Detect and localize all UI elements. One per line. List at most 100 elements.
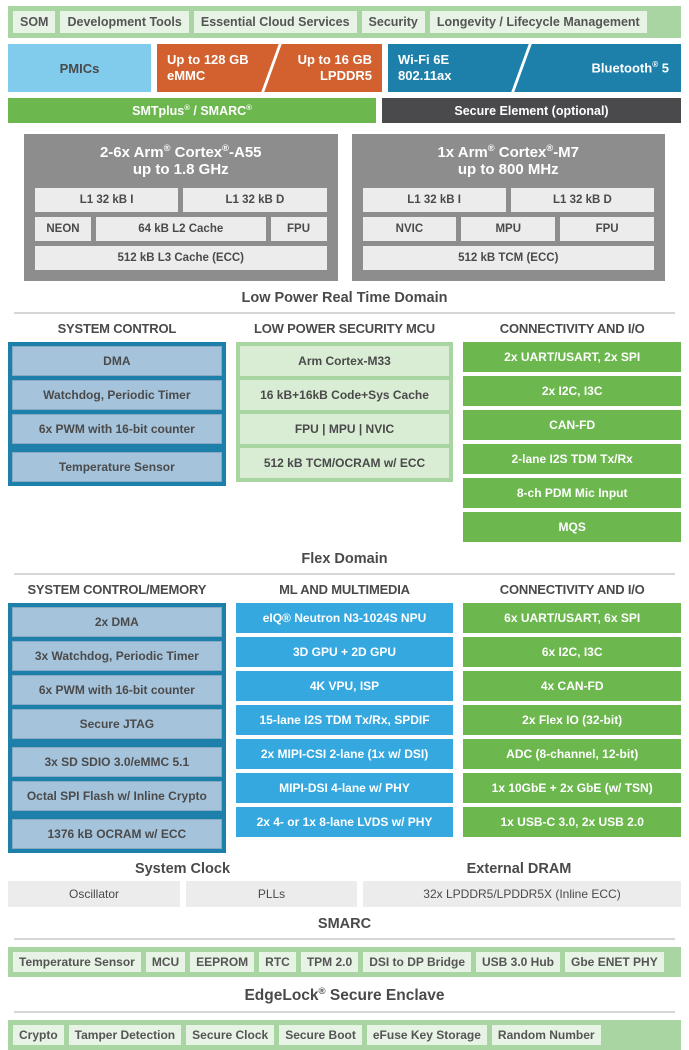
divider-low-power	[14, 311, 675, 314]
lp-mcu-fpu-mpu-nvic: FPU | MPU | NVIC	[239, 413, 450, 444]
m7-nvic: NVIC	[362, 216, 457, 241]
smarc-chip-enet-phy: Gbe ENET PHY	[565, 951, 664, 972]
lp-sc-temp-sensor: Temperature Sensor	[12, 451, 222, 482]
smarc-banner: SMARC	[317, 915, 372, 932]
flex-ml-i2s-spdif: 15-lane I2S TDM Tx/Rx, SPDIF	[235, 704, 454, 735]
plls-cell: PLLs	[186, 880, 357, 907]
a55-neon: NEON	[35, 216, 91, 241]
flex-io-uart-spi: 6x UART/USART, 6x SPI	[463, 602, 682, 633]
flex-ml-mipi-dsi: MIPI-DSI 4-lane w/ PHY	[235, 772, 454, 803]
lp-connectivity-heading: CONNECTIVITY AND I/O	[499, 320, 645, 336]
cpu-cores-row: 2-6x Arm® Cortex®-A55 up to 1.8 GHz L1 3…	[8, 134, 681, 281]
flex-ml-group: eIQ® Neutron N3-1024S NPU 3D GPU + 2D GP…	[235, 602, 454, 837]
cortex-m7-title: 1x Arm® Cortex®-M7 up to 800 MHz	[437, 143, 580, 179]
a55-l1d: L1 32 kB D	[183, 187, 327, 212]
m7-unit-row: NVIC MPU FPU	[362, 216, 655, 241]
bluetooth-label: Bluetooth® 5	[591, 60, 669, 76]
flex-sc-pwm: 6x PWM with 16-bit counter	[12, 674, 222, 705]
flex-io-i2c-i3c: 6x I2C, I3C	[463, 636, 682, 667]
som-cell-longevity: Longevity / Lifecycle Management	[429, 11, 647, 33]
lp-mcu-tcm-ocram: 512 kB TCM/OCRAM w/ ECC	[239, 447, 450, 478]
lp-io-mqs: MQS	[463, 511, 682, 542]
lp-io-uart-spi: 2x UART/USART, 2x SPI	[463, 341, 682, 372]
flex-connectivity-column: CONNECTIVITY AND I/O 6x UART/USART, 6x S…	[463, 581, 682, 853]
lp-mcu-cache: 16 kB+16kB Code+Sys Cache	[239, 379, 450, 410]
lp-io-i2c-i3c: 2x I2C, I3C	[463, 375, 682, 406]
pmics-block: PMICs	[8, 44, 151, 92]
low-power-columns: SYSTEM CONTROL DMA Watchdog, Periodic Ti…	[8, 320, 682, 542]
flex-connectivity-group: 6x UART/USART, 6x SPI 6x I2C, I3C 4x CAN…	[463, 602, 682, 837]
lp-io-i2s-tdm: 2-lane I2S TDM Tx/Rx	[463, 443, 682, 474]
som-strip: SOM Development Tools Essential Cloud Se…	[8, 6, 681, 38]
m7-tcm: 512 kB TCM (ECC)	[362, 245, 654, 270]
lp-connectivity-column: CONNECTIVITY AND I/O 2x UART/USART, 2x S…	[463, 320, 682, 542]
flex-system-control-group: 2x DMA 3x Watchdog, Periodic Timer 6x PW…	[8, 602, 226, 853]
som-cell-som: SOM	[13, 11, 56, 33]
edgelock-chip-strip: Crypto Tamper Detection Secure Clock Sec…	[8, 1019, 681, 1050]
a55-fpu: FPU	[270, 216, 327, 241]
lp-mcu-cortex-m33: Arm Cortex-M33	[239, 345, 450, 376]
flex-io-canfd: 4x CAN-FD	[463, 670, 682, 701]
edgelock-chip-efuse: eFuse Key Storage	[366, 1024, 487, 1045]
flex-system-control-heading: SYSTEM CONTROL/MEMORY	[27, 581, 207, 597]
flex-sc-watchdog: 3x Watchdog, Periodic Timer	[12, 640, 222, 671]
edgelock-chip-tamper: Tamper Detection	[68, 1024, 182, 1045]
oscillator-cell: Oscillator	[8, 880, 180, 907]
flex-columns: SYSTEM CONTROL/MEMORY 2x DMA 3x Watchdog…	[8, 581, 682, 853]
smarc-chip-mcu: MCU	[145, 951, 186, 972]
flex-sc-dma: 2x DMA	[12, 606, 222, 637]
flex-ml-heading: ML AND MULTIMEDIA	[279, 581, 410, 597]
flex-sc-secure-jtag: Secure JTAG	[12, 708, 222, 739]
lp-sc-dma: DMA	[12, 345, 222, 376]
flex-sc-octal-spi: Octal SPI Flash w/ Inline Crypto	[12, 780, 222, 811]
lp-system-control-heading: SYSTEM CONTROL	[57, 320, 177, 336]
flex-connectivity-heading: CONNECTIVITY AND I/O	[499, 581, 645, 597]
block-diagram-page: SOM Development Tools Essential Cloud Se…	[0, 6, 689, 1050]
lp-security-mcu-group: Arm Cortex-M33 16 kB+16kB Code+Sys Cache…	[235, 341, 454, 482]
flex-ml-lvds: 2x 4- or 1x 8-lane LVDS w/ PHY	[235, 806, 454, 837]
smarc-chip-strip: Temperature Sensor MCU EEPROM RTC TPM 2.…	[8, 946, 681, 977]
external-dram-heading: External DRAM	[466, 860, 572, 877]
m7-l1i: L1 32 kB I	[362, 187, 506, 212]
m7-mpu: MPU	[461, 216, 556, 241]
flex-io-ethernet: 1x 10GbE + 2x GbE (w/ TSN)	[463, 772, 682, 803]
edgelock-chip-random: Random Number	[491, 1024, 601, 1045]
lp-system-control-column: SYSTEM CONTROL DMA Watchdog, Periodic Ti…	[8, 321, 226, 542]
smarc-chip-usb-hub: USB 3.0 Hub	[476, 951, 561, 972]
flex-sc-sd-sdio: 3x SD SDIO 3.0/eMMC 5.1	[12, 746, 222, 777]
som-cell-security: Security	[361, 11, 425, 33]
cortex-m7-core-block: 1x Arm® Cortex®-M7 up to 800 MHz L1 32 k…	[351, 134, 665, 281]
low-power-domain-banner: Low Power Real Time Domain	[241, 289, 448, 306]
smarc-chip-tpm: TPM 2.0	[300, 951, 359, 972]
flex-io-flexio: 2x Flex IO (32-bit)	[463, 704, 682, 735]
lp-sc-pwm: 6x PWM with 16-bit counter	[12, 413, 222, 444]
flex-io-adc: ADC (8-channel, 12-bit)	[463, 738, 682, 769]
a55-cache-row: L1 32 kB I L1 32 kB D	[35, 187, 327, 212]
smarc-chip-temp-sensor: Temperature Sensor	[13, 951, 141, 972]
lp-security-mcu-column: LOW POWER SECURITY MCU Arm Cortex-M33 16…	[235, 320, 454, 542]
smtplus-smarc-block: SMTplus® / SMARC®	[8, 98, 376, 123]
cortex-a55-title: 2-6x Arm® Cortex®-A55 up to 1.8 GHz	[99, 143, 262, 179]
lp-security-mcu-heading: LOW POWER SECURITY MCU	[254, 320, 435, 336]
edgelock-chip-crypto: Crypto	[13, 1024, 64, 1045]
flex-system-control-column: SYSTEM CONTROL/MEMORY 2x DMA 3x Watchdog…	[8, 582, 226, 853]
divider-smarc	[14, 937, 675, 940]
som-cell-devtools: Development Tools	[60, 11, 189, 33]
flex-domain-banner: Flex Domain	[301, 550, 388, 567]
flex-ml-gpu: 3D GPU + 2D GPU	[235, 636, 454, 667]
smarc-chip-rtc: RTC	[259, 951, 296, 972]
lp-io-canfd: CAN-FD	[463, 409, 682, 440]
m7-cache-row: L1 32 kB I L1 32 kB D	[362, 187, 654, 212]
m7-tcm-row: 512 kB TCM (ECC)	[362, 245, 654, 270]
clock-dram-row: Oscillator PLLs 32x LPDDR5/LPDDR5X (Inli…	[8, 880, 681, 907]
som-cell-cloud: Essential Cloud Services	[193, 11, 357, 33]
a55-l3-cache: 512 kB L3 Cache (ECC)	[35, 245, 327, 270]
edgelock-banner: EdgeLock® Secure Enclave	[244, 985, 445, 1004]
a55-l1i: L1 32 kB I	[35, 187, 179, 212]
flex-ml-vpu-isp: 4K VPU, ISP	[235, 670, 454, 701]
m7-fpu: FPU	[560, 216, 654, 241]
